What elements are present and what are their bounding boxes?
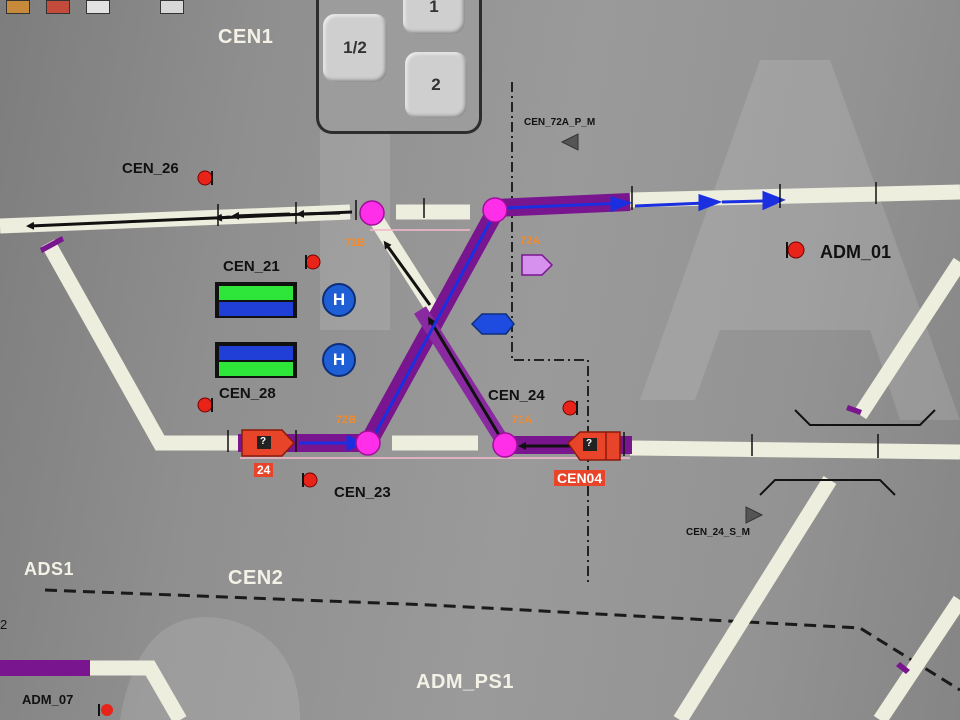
alarm-icon[interactable] [160, 0, 184, 14]
switch-nodes[interactable] [355, 197, 518, 458]
track-ticks [217, 182, 879, 458]
signal-adm-07: ADM_07 [22, 692, 74, 707]
switch-label-72a: 72A [520, 235, 541, 247]
train-cen04[interactable] [567, 431, 621, 461]
station-cen2: CEN2 [228, 567, 284, 589]
control-panel: 1 1/2 2 [316, 0, 482, 134]
users-icon[interactable] [6, 0, 30, 14]
panel-button-2[interactable]: 2 [405, 52, 467, 118]
station-adm-ps1: ADM_PS1 [416, 671, 514, 693]
door-icon[interactable] [46, 0, 70, 14]
signal-cen-21: CEN_21 [223, 258, 280, 275]
train-tag-24[interactable]: 24 [254, 463, 274, 477]
signal-cen-24: CEN_24 [488, 387, 545, 404]
panel-button-half[interactable]: 1/2 [323, 14, 387, 82]
switch-label-71b: 71B [345, 237, 366, 249]
train-24[interactable] [241, 429, 296, 457]
cen2-dashed-line [44, 588, 960, 692]
signal-adm-01: ADM_01 [820, 242, 892, 262]
signal-cen-28: CEN_28 [219, 385, 276, 402]
station-cen1: CEN1 [218, 26, 274, 48]
signal-cen-23: CEN_23 [334, 484, 391, 501]
station-ads1: ADS1 [24, 559, 75, 579]
switch-label-72b: 72B [336, 414, 357, 426]
route-indicator-2[interactable] [215, 342, 297, 378]
train-24-unknown: ? [260, 436, 267, 447]
black-arrows [26, 209, 575, 450]
signal-cen-24-s-m: CEN_24_S_M [686, 527, 750, 538]
toolbar [0, 0, 220, 14]
route-indicator-1[interactable] [215, 282, 297, 318]
signal-cen-26: CEN_26 [122, 160, 179, 177]
panel-button-1[interactable]: 1 [403, 0, 465, 34]
boundary-line [511, 82, 589, 585]
signals[interactable] [98, 133, 805, 716]
switch-brackets [759, 409, 936, 496]
hold-button-1[interactable]: H [322, 283, 356, 317]
train-tag-cen04[interactable]: CEN04 [554, 470, 606, 486]
hold-button-2[interactable]: H [322, 343, 356, 377]
switch-label-71a: 71A [512, 414, 533, 426]
train-cen04-unknown: ? [586, 438, 593, 449]
signal-cen-72a-p-m: CEN_72A_P_M [524, 117, 596, 128]
window-icon[interactable] [86, 0, 110, 14]
blue-arrows [300, 190, 786, 452]
edge-marker: 2 [0, 617, 8, 632]
